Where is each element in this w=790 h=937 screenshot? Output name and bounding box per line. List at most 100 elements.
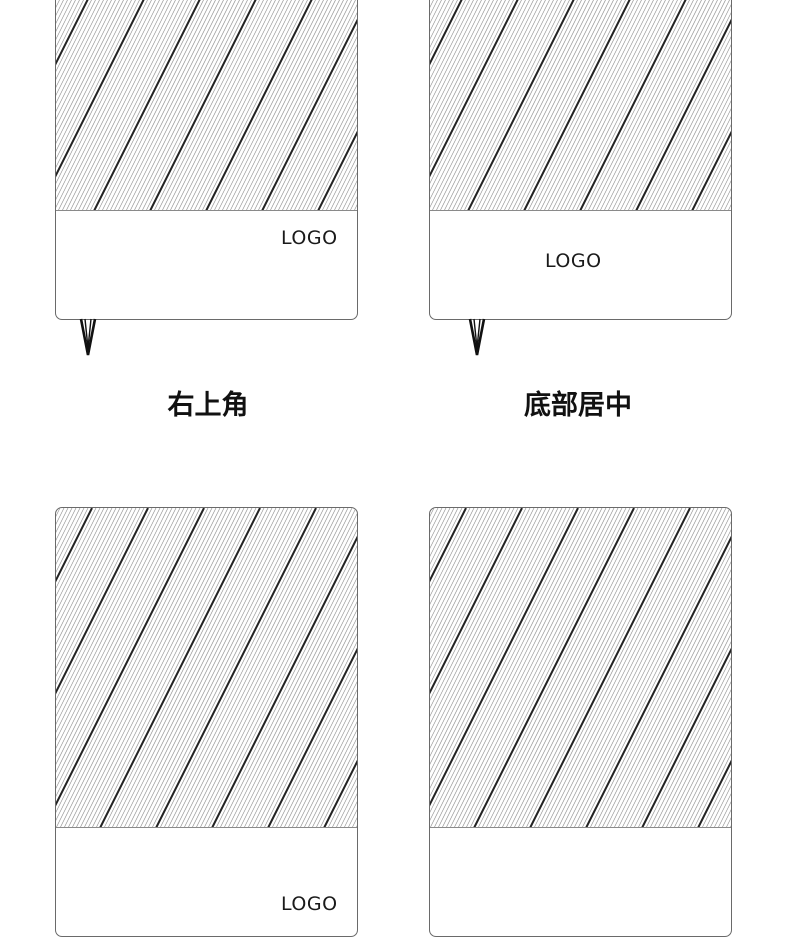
stripe-line-thin: [137, 0, 244, 211]
stripe-line-thin: [56, 0, 80, 48]
stripe-line-thick: [635, 18, 731, 211]
stripe-line-thin: [631, 12, 731, 211]
stripe-line-thin: [56, 0, 128, 144]
stripe-line-thin: [613, 593, 731, 828]
stripe-line-thin: [275, 665, 357, 828]
card-divider: [56, 827, 357, 828]
stripe-line-thin: [207, 529, 357, 828]
stripe-line-thin: [430, 508, 479, 605]
stripe-line-thin: [145, 0, 252, 211]
stripe-line-thin: [56, 508, 217, 828]
stripe-line-thin: [430, 508, 531, 709]
stripe-line-thin: [430, 508, 499, 645]
stripe-line-thin: [169, 0, 276, 211]
logo-label: LOGO: [281, 893, 338, 915]
stripe-line-thin: [633, 633, 731, 828]
stripe-line-thin: [599, 0, 706, 211]
stripe-line-thin: [451, 0, 558, 211]
stripe-line-thin: [56, 508, 165, 725]
stripe-line-thin: [511, 0, 618, 211]
stripe-line-thin: [56, 0, 140, 168]
stripe-line-thin: [177, 0, 284, 211]
stripe-line-thin: [347, 809, 357, 828]
panel-caption: 底部居中: [524, 390, 632, 421]
stripe-line-thin: [56, 508, 197, 789]
stripe-line-thin: [430, 508, 551, 749]
stripe-line-thin: [437, 508, 599, 828]
stripe-line-thin: [147, 508, 309, 828]
stripe-line-thin: [56, 0, 160, 208]
stripe-line-thin: [430, 508, 443, 533]
stripe-line-thin: [209, 0, 316, 211]
stripe-line-thin: [65, 0, 172, 211]
stripe-line-thin: [649, 665, 731, 828]
stripe-line-thin: [56, 508, 69, 533]
stripe-line-thin: [495, 0, 602, 211]
stripe-line-thin: [430, 0, 446, 32]
stripe-line-thin: [553, 508, 715, 828]
stripe-line-thin: [273, 44, 357, 211]
stripe-line-thin: [597, 561, 731, 828]
stripe-line-thin: [95, 508, 257, 828]
stripe-line-thin: [56, 508, 137, 669]
stripe-line-thin: [625, 617, 731, 828]
stripe-line-thin: [430, 0, 474, 88]
stripe-line-thin: [679, 108, 731, 211]
stripe-line-thin: [430, 508, 535, 717]
panel-bottom-left-card: LOGO: [55, 507, 358, 937]
card-divider: [430, 210, 731, 211]
stripe-line-thin: [175, 508, 337, 828]
stripe-line-thin: [315, 745, 357, 828]
stripe-line-thin: [161, 0, 268, 211]
stripe-line-thin: [75, 508, 237, 828]
stripe-line-thin: [231, 577, 357, 828]
stripe-line-thin: [225, 0, 332, 211]
stripe-line-thin: [430, 0, 506, 152]
stripe-line-thin: [567, 0, 674, 211]
stripe-line-thin: [587, 0, 694, 211]
stripe-line-thin: [601, 569, 731, 828]
stripe-line-thin: [573, 513, 731, 828]
stripe-line-thin: [337, 172, 357, 211]
stripe-line-thin: [295, 705, 357, 828]
stripe-line-thin: [289, 76, 357, 211]
stripe-line-thin: [89, 0, 196, 211]
stripe-line-thin: [685, 737, 731, 828]
stripe-line-thin: [503, 0, 610, 211]
stripe-line-thin: [561, 508, 723, 828]
stripe-line-thin: [56, 508, 189, 773]
stripe-line-thin: [113, 0, 220, 211]
stripe-line-thin: [269, 36, 357, 211]
stripe-line-thin: [57, 0, 164, 211]
stripe-line-thin: [430, 0, 458, 56]
stripe-line-thick: [430, 508, 467, 583]
stripe-line-thin: [245, 0, 352, 211]
stripe-line-thin: [263, 641, 357, 828]
stripe-line-thin: [430, 508, 463, 573]
stripe-line-thin: [56, 508, 141, 677]
stripe-line-thin: [56, 0, 76, 40]
stripe-line-thin: [191, 508, 353, 828]
stripe-line-thin: [56, 508, 133, 661]
stripe-line-thin: [619, 0, 726, 211]
stripe-line-thin: [56, 0, 136, 160]
stripe-line-thin: [595, 0, 702, 211]
stripe-line-thin: [285, 68, 357, 211]
stripe-line-thin: [153, 0, 260, 211]
stripe-line-thin: [325, 148, 357, 211]
stripe-line-thin: [721, 809, 731, 828]
stripe-line-thin: [443, 0, 550, 211]
stripe-line-thin: [56, 508, 181, 757]
stripe-line-thin: [611, 0, 718, 211]
stripe-line-thin: [430, 0, 482, 104]
stripe-line-thin: [683, 116, 731, 211]
stripe-line-thin: [430, 0, 466, 72]
stripe-line-thin: [461, 508, 623, 828]
stripe-line-thin: [247, 609, 357, 828]
stripe-line-thin: [637, 641, 731, 828]
stripe-line-thin: [56, 508, 129, 653]
stripe-line-thin: [67, 508, 229, 828]
stripe-line-thin: [219, 553, 357, 828]
stripe-line-thin: [707, 164, 731, 211]
stripe-line-thin: [491, 0, 598, 211]
